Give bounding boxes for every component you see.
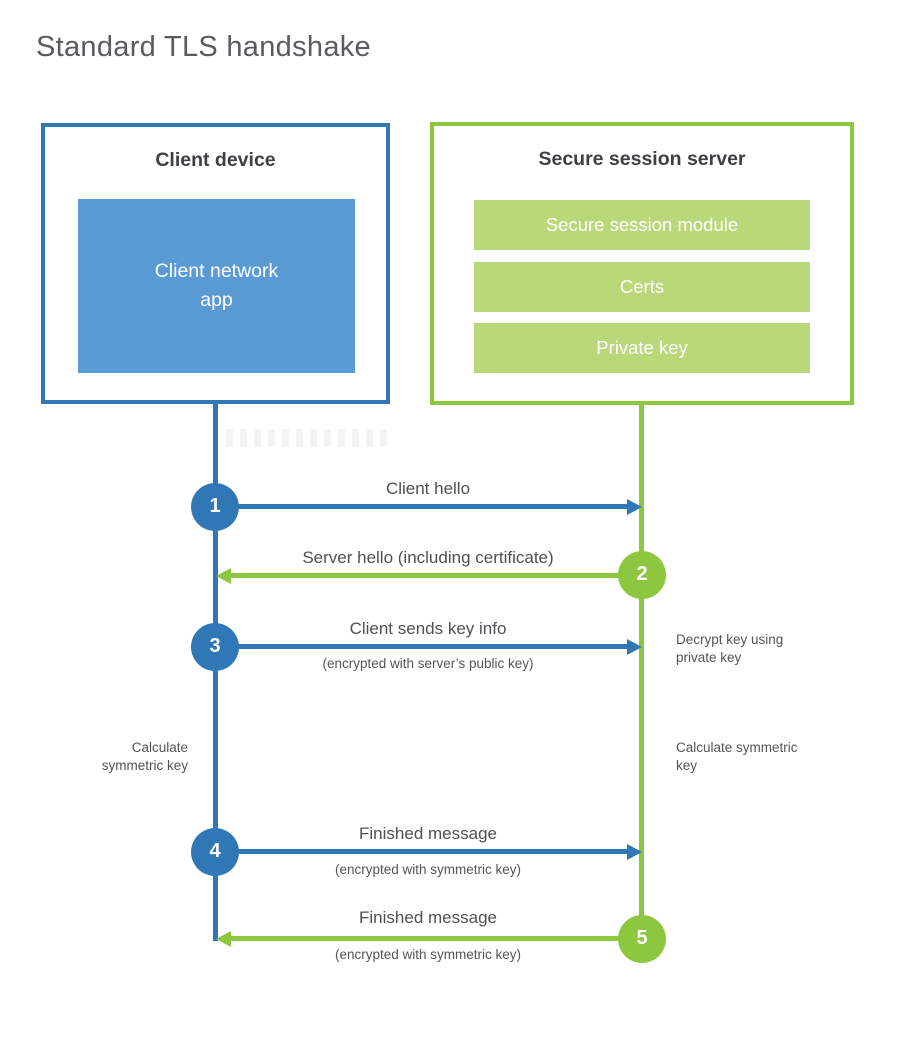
step3-label: Client sends key info: [349, 619, 507, 638]
faint-dashed-artifact: [226, 429, 388, 447]
decrypt-key-note: Decrypt key using private key: [676, 632, 784, 665]
arrow-step2-shaft: [231, 573, 642, 578]
arrowhead-right-icon: [627, 844, 642, 860]
step4-sublabel: (encrypted with symmetric key): [334, 862, 522, 877]
arrow-step4-shaft: [215, 849, 627, 854]
step3-circle: 3: [191, 623, 239, 671]
arrowhead-right-icon: [627, 639, 642, 655]
client-network-app-box: Client network app: [78, 199, 355, 373]
client-network-app-label: Client network app: [154, 260, 279, 311]
server-module-secure-session: Secure session module: [474, 200, 810, 250]
page-title: Standard TLS handshake: [36, 31, 371, 63]
step4-circle: 4: [191, 828, 239, 876]
arrow-step5-shaft: [231, 936, 642, 941]
calculate-symmetric-key-note-client: Calculate symmetric key: [101, 740, 188, 773]
step3-sublabel: (encrypted with server’s public key): [322, 656, 534, 671]
arrowhead-left-icon: [216, 568, 231, 584]
step2-label: Server hello (including certificate): [302, 548, 554, 567]
secure-session-server-title: Secure session server: [538, 148, 746, 170]
step1-label: Client hello: [385, 479, 471, 498]
calculate-symmetric-key-note-server: Calculate symmetric key: [676, 740, 798, 773]
arrowhead-left-icon: [216, 931, 231, 947]
step5-circle: 5: [618, 915, 666, 963]
server-lifeline: [639, 403, 644, 940]
step5-label: Finished message: [359, 908, 497, 927]
client-lifeline: [213, 403, 218, 941]
arrow-step3-shaft: [215, 644, 627, 649]
server-module-certs: Certs: [474, 262, 810, 312]
step4-label: Finished message: [359, 824, 497, 843]
step5-sublabel: (encrypted with symmetric key): [334, 947, 522, 962]
arrow-step1-shaft: [215, 504, 627, 509]
client-device-title: Client device: [155, 149, 276, 171]
step2-circle: 2: [618, 551, 666, 599]
server-module-private-key: Private key: [474, 323, 810, 373]
step1-circle: 1: [191, 483, 239, 531]
arrowhead-right-icon: [627, 499, 642, 515]
